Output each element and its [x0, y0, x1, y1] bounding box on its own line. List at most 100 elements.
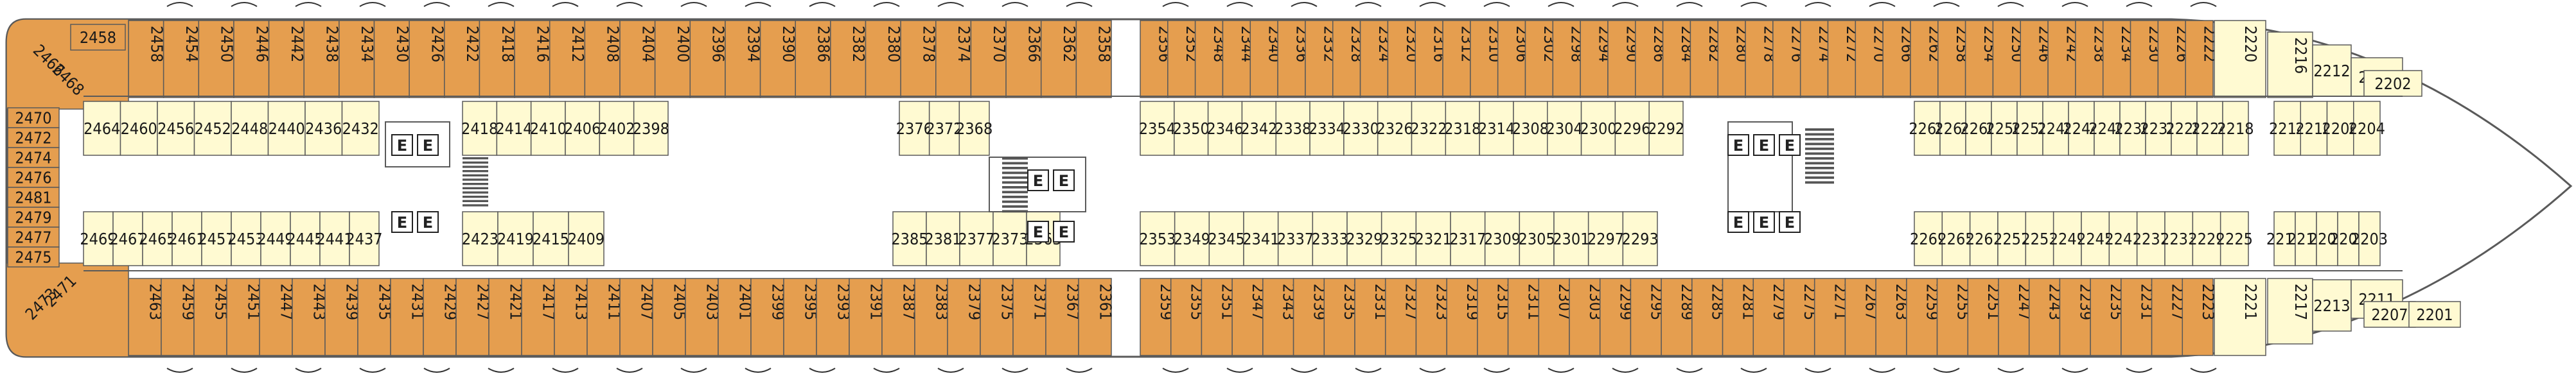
cabin-2411[interactable]: 2411 [587, 278, 624, 356]
cabin-2417[interactable]: 2417 [521, 278, 558, 356]
cabin-2398[interactable]: 2398 [633, 101, 669, 156]
cabin-2217[interactable]: 2217 [2267, 278, 2313, 345]
cabin-2223[interactable]: 2223 [2182, 278, 2218, 356]
cabin-2377[interactable]: 2377 [958, 211, 995, 266]
cabin-2340[interactable]: 2340 [1249, 20, 1284, 98]
cabin-2268[interactable]: 2268 [1909, 101, 1946, 156]
cabin-2309[interactable]: 2309 [1484, 211, 1521, 266]
cabin-2406[interactable]: 2406 [564, 101, 601, 156]
cabin-2289[interactable]: 2289 [1661, 278, 1697, 356]
cabin-2467[interactable]: 2467 [109, 211, 146, 266]
cabin-2381[interactable]: 2381 [924, 211, 962, 266]
cabin-2266[interactable]: 2266 [1882, 20, 1917, 98]
cabin-2405[interactable]: 2405 [652, 278, 689, 356]
cabin-2361[interactable]: 2361 [1078, 278, 1115, 356]
cabin-2475[interactable]: 2475 [7, 246, 60, 268]
cabin-2401[interactable]: 2401 [718, 278, 755, 356]
cabin-2202[interactable]: 2202 [2363, 70, 2422, 97]
cabin-2307[interactable]: 2307 [1538, 278, 1574, 356]
cabin-2368[interactable]: 2368 [956, 101, 992, 156]
cabin-2458[interactable]: 2458 [70, 24, 126, 51]
cabin-2383[interactable]: 2383 [914, 278, 951, 356]
cabin-2402[interactable]: 2402 [598, 101, 635, 156]
cabin-2229[interactable]: 2229 [2188, 211, 2225, 266]
cabin-2328[interactable]: 2328 [1332, 20, 1366, 98]
cabin-2317[interactable]: 2317 [1449, 211, 1486, 266]
cabin-2305[interactable]: 2305 [1519, 211, 1555, 266]
cabin-2251[interactable]: 2251 [1967, 278, 2003, 356]
cabin-2292[interactable]: 2292 [1648, 101, 1684, 156]
cabin-2448[interactable]: 2448 [231, 101, 269, 156]
cabin-2231[interactable]: 2231 [2121, 278, 2157, 356]
cabin-2290[interactable]: 2290 [1607, 20, 1641, 98]
cabin-2264[interactable]: 2264 [1934, 101, 1972, 156]
cabin-2476[interactable]: 2476 [7, 167, 60, 188]
cabin-2451[interactable]: 2451 [226, 278, 263, 356]
cabin-2348[interactable]: 2348 [1194, 20, 1229, 98]
cabin-2432[interactable]: 2432 [341, 101, 380, 156]
cabin-2459[interactable]: 2459 [161, 278, 198, 356]
cabin-2418[interactable]: 2418 [461, 101, 498, 156]
cabin-2422[interactable]: 2422 [444, 20, 482, 98]
cabin-2252[interactable]: 2252 [2011, 101, 2049, 156]
cabin-2344[interactable]: 2344 [1222, 20, 1257, 98]
cabin-2298[interactable]: 2298 [1552, 20, 1587, 98]
cabin-2450[interactable]: 2450 [198, 20, 236, 98]
cabin-2331[interactable]: 2331 [1354, 278, 1390, 356]
cabin-2379[interactable]: 2379 [947, 278, 984, 356]
cabin-2400[interactable]: 2400 [654, 20, 693, 98]
cabin-2423[interactable]: 2423 [462, 211, 498, 266]
cabin-2296[interactable]: 2296 [1614, 101, 1650, 156]
cabin-2275[interactable]: 2275 [1783, 278, 1819, 356]
cabin-2233[interactable]: 2233 [2160, 211, 2197, 266]
cabin-2351[interactable]: 2351 [1201, 278, 1237, 356]
cabin-2321[interactable]: 2321 [1415, 211, 1452, 266]
cabin-2472[interactable]: 2472 [7, 127, 60, 148]
cabin-2447[interactable]: 2447 [259, 278, 296, 356]
cabin-2375[interactable]: 2375 [980, 278, 1017, 356]
cabin-2260[interactable]: 2260 [1960, 101, 1997, 156]
cabin-2390[interactable]: 2390 [759, 20, 798, 98]
cabin-2327[interactable]: 2327 [1384, 278, 1421, 356]
cabin-2241[interactable]: 2241 [2104, 211, 2142, 266]
cabin-2261[interactable]: 2261 [1966, 211, 2002, 266]
cabin-2457[interactable]: 2457 [198, 211, 235, 266]
cabin-2463[interactable]: 2463 [128, 278, 165, 356]
cabin-2429[interactable]: 2429 [423, 278, 460, 356]
cabin-2452[interactable]: 2452 [193, 101, 232, 156]
cabin-2454[interactable]: 2454 [163, 20, 201, 98]
cabin-2453[interactable]: 2453 [227, 211, 265, 266]
cabin-2220[interactable]: 2220 [2214, 20, 2266, 98]
cabin-2370[interactable]: 2370 [970, 20, 1009, 98]
cabin-2460[interactable]: 2460 [119, 101, 158, 156]
cabin-2416[interactable]: 2416 [514, 20, 552, 98]
cabin-2399[interactable]: 2399 [750, 278, 788, 356]
cabin-2341[interactable]: 2341 [1242, 211, 1279, 266]
cabin-2246[interactable]: 2246 [2020, 20, 2054, 98]
cabin-2394[interactable]: 2394 [725, 20, 763, 98]
cabin-2345[interactable]: 2345 [1208, 211, 1245, 266]
cabin-2335[interactable]: 2335 [1323, 278, 1359, 356]
cabin-2445[interactable]: 2445 [287, 211, 324, 266]
cabin-2303[interactable]: 2303 [1569, 278, 1605, 356]
cabin-2315[interactable]: 2315 [1477, 278, 1513, 356]
cabin-2301[interactable]: 2301 [1553, 211, 1589, 266]
cabin-2449[interactable]: 2449 [257, 211, 294, 266]
cabin-2218[interactable]: 2218 [2217, 101, 2254, 156]
cabin-2207[interactable]: 2207 [2363, 301, 2416, 328]
cabin-2248[interactable]: 2248 [2037, 101, 2074, 156]
cabin-2387[interactable]: 2387 [881, 278, 919, 356]
cabin-2339[interactable]: 2339 [1292, 278, 1329, 356]
cabin-2396[interactable]: 2396 [689, 20, 728, 98]
cabin-2359[interactable]: 2359 [1140, 278, 1176, 356]
cabin-2355[interactable]: 2355 [1170, 278, 1206, 356]
cabin-2297[interactable]: 2297 [1587, 211, 1624, 266]
cabin-2465[interactable]: 2465 [139, 211, 176, 266]
cabin-2435[interactable]: 2435 [357, 278, 394, 356]
cabin-2232[interactable]: 2232 [2140, 101, 2177, 156]
cabin-2347[interactable]: 2347 [1231, 278, 1267, 356]
cabin-2210[interactable]: 2210 [2295, 101, 2332, 156]
cabin-2455[interactable]: 2455 [193, 278, 231, 356]
cabin-2382[interactable]: 2382 [830, 20, 868, 98]
cabin-2474[interactable]: 2474 [7, 147, 60, 168]
